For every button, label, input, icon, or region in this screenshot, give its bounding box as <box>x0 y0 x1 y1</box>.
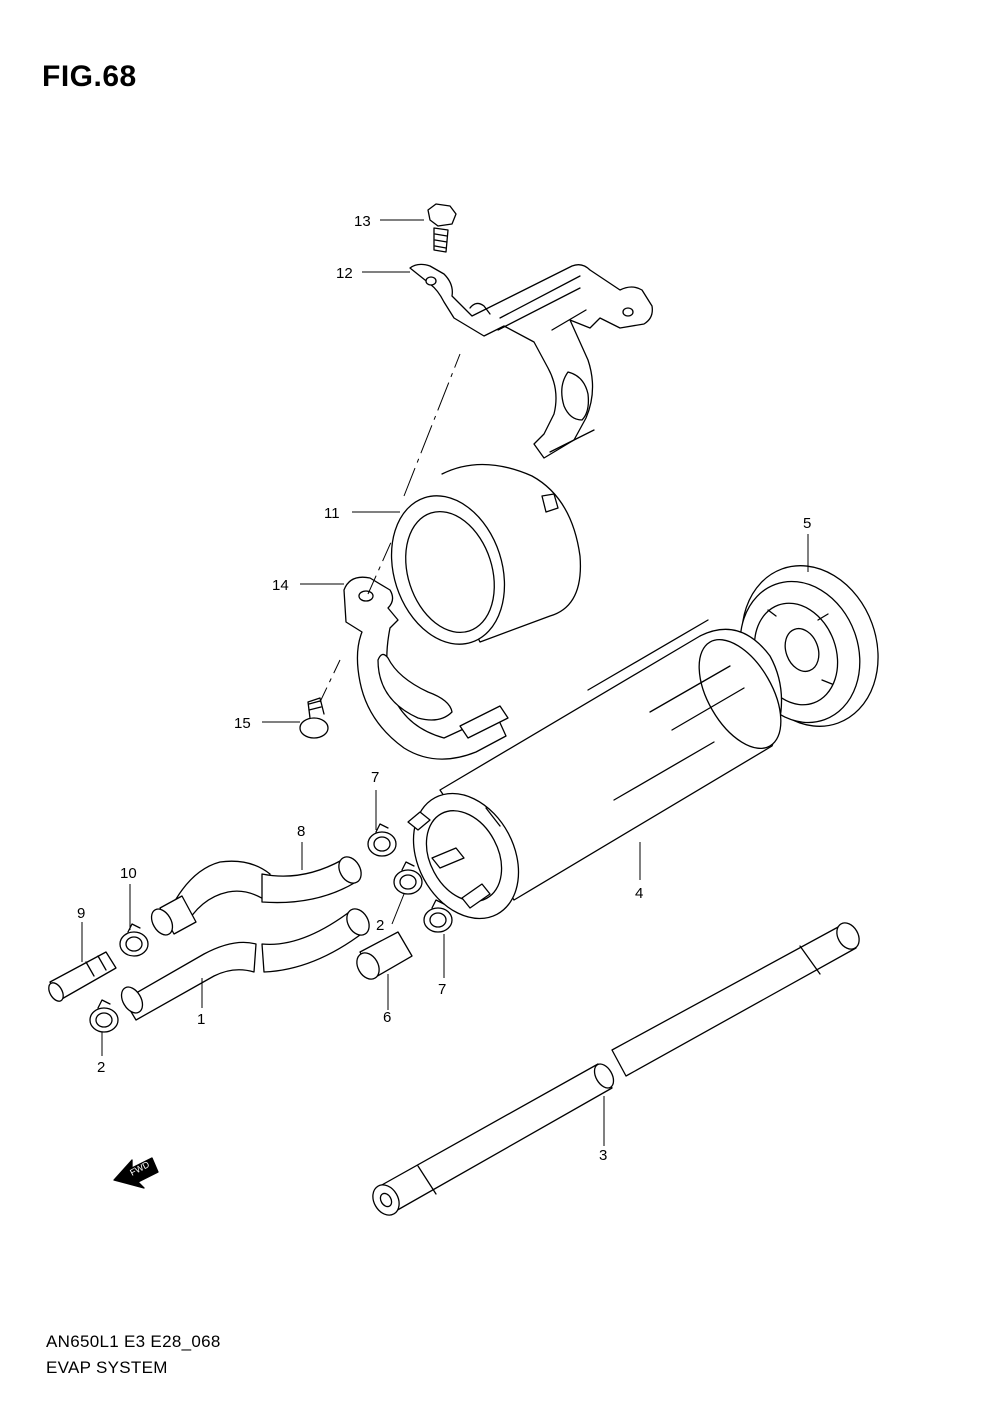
footer-name: EVAP SYSTEM <box>46 1358 168 1377</box>
callout-2-lower: 2 <box>97 1059 105 1076</box>
callout-11: 11 <box>324 505 340 522</box>
callout-13: 13 <box>354 213 371 230</box>
callout-1: 1 <box>197 1011 205 1028</box>
part-7-clamp-lower <box>423 899 453 933</box>
fwd-arrow-icon: FWD <box>113 1157 159 1189</box>
part-2-clamp-lower <box>89 999 119 1033</box>
part-3-long-hose <box>372 922 860 1216</box>
callout-15: 15 <box>234 715 251 732</box>
callout-14: 14 <box>272 577 289 594</box>
part-9-fitting <box>48 951 117 1002</box>
callout-9: 9 <box>77 905 85 922</box>
part-2-clamp-upper <box>393 861 423 895</box>
callout-2-upper: 2 <box>376 917 384 934</box>
part-4-canister <box>407 619 783 920</box>
part-12-upper-bracket <box>409 263 653 459</box>
callout-4: 4 <box>635 885 643 902</box>
figure-title: FIG.68 <box>42 60 137 93</box>
callout-7-lower: 7 <box>438 981 446 998</box>
callout-5: 5 <box>803 515 811 532</box>
callout-12: 12 <box>336 265 353 282</box>
part-13-bolt <box>427 203 457 253</box>
callout-6: 6 <box>383 1009 391 1026</box>
callout-8: 8 <box>297 823 305 840</box>
part-15-screw <box>299 697 329 739</box>
part-14-lower-bracket <box>343 576 509 760</box>
part-7-clamp-upper <box>367 823 397 857</box>
footer-code: AN650L1 E3 E28_068 <box>46 1332 221 1351</box>
part-8-upper-hose <box>150 856 362 936</box>
callout-10: 10 <box>120 865 137 882</box>
callout-7-upper: 7 <box>371 769 379 786</box>
part-6-cap <box>356 931 413 980</box>
part-10-clamp <box>119 923 149 957</box>
part-11-rubber-band <box>390 463 582 645</box>
callout-labels: 13 12 11 14 15 5 4 7 7 8 10 9 2 2 1 6 3 <box>77 213 811 1164</box>
callout-3: 3 <box>599 1147 607 1164</box>
leader-lines <box>81 219 809 1146</box>
part-1-lower-hose <box>120 908 370 1021</box>
